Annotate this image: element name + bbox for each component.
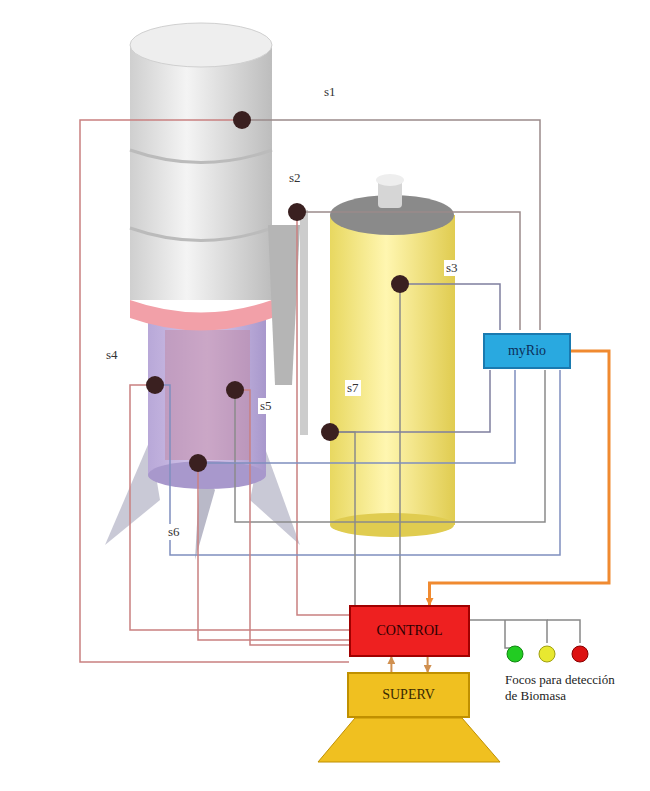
side-funnel <box>268 225 300 385</box>
pink-band <box>130 300 272 331</box>
sensor-label: s6 <box>166 524 182 540</box>
signal-wires <box>80 120 580 662</box>
inner-chamber <box>165 330 250 460</box>
monitor-base <box>318 718 500 762</box>
sensor-label: s3 <box>444 260 460 276</box>
sensor-label: s2 <box>287 170 303 186</box>
signal-arrow <box>390 657 392 672</box>
controller-box: myRio <box>483 333 571 369</box>
lid-fitting <box>376 174 404 186</box>
yellow-vessel <box>330 513 454 537</box>
main-tank <box>130 23 272 67</box>
signal-arrow <box>430 351 610 605</box>
yellow-vessel <box>330 215 455 525</box>
control-box: CONTROL <box>349 605 470 657</box>
tank-band <box>130 228 272 241</box>
box-label: CONTROL <box>376 623 442 639</box>
sensor-label: s1 <box>322 84 338 100</box>
box-label: myRio <box>508 343 546 359</box>
sensor-dot <box>146 111 409 472</box>
lower-vessel <box>148 461 266 489</box>
main-tank <box>130 45 272 300</box>
box-label: SUPERV <box>382 687 435 703</box>
sensor-label: s7 <box>345 380 361 396</box>
sensor-label: s5 <box>258 398 274 414</box>
pipe <box>300 210 308 435</box>
indicator-light <box>507 646 588 662</box>
sensor-label: s4 <box>104 347 120 363</box>
tank-band <box>130 150 272 163</box>
lower-vessel <box>148 320 266 475</box>
signal-arrow <box>427 657 429 672</box>
supervisor-monitor: SUPERV <box>347 672 470 718</box>
lights-caption: Focos para detección de Biomasa <box>505 672 623 703</box>
